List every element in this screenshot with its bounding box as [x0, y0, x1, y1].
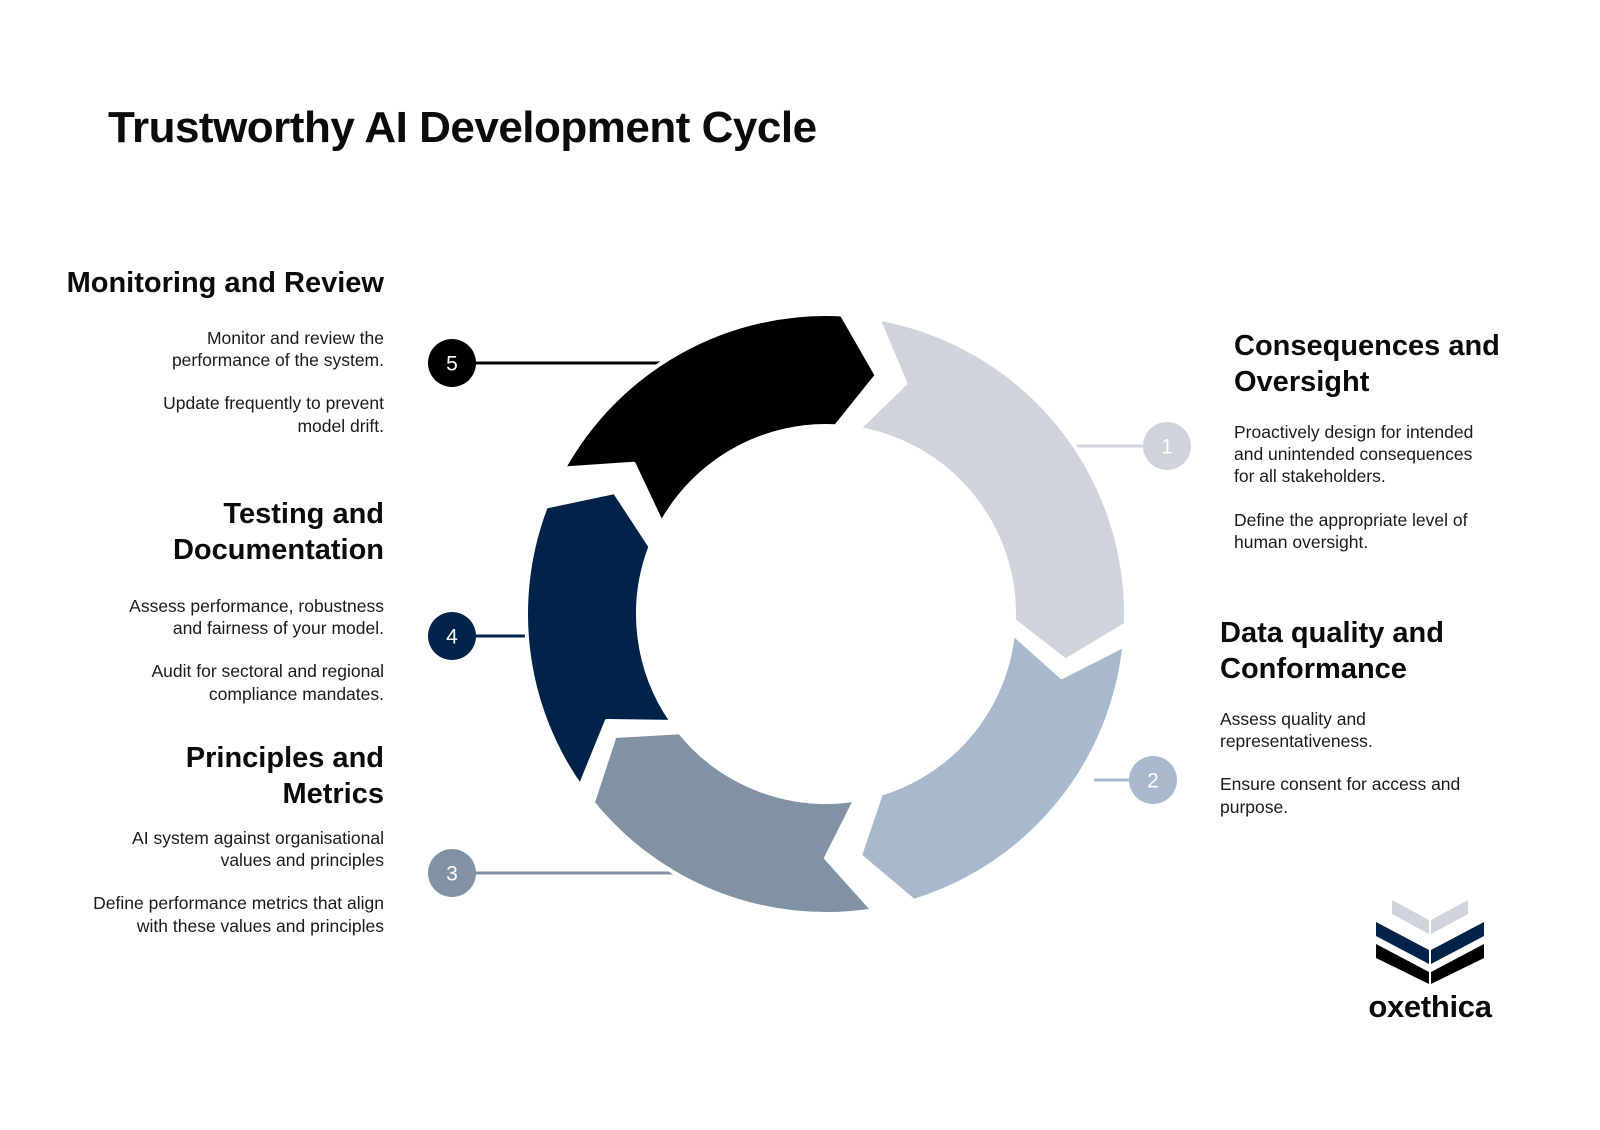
cycle-segments [524, 312, 1128, 916]
step-3-heading-line2: Metrics [282, 777, 384, 810]
step-2-block: Data quality and Conformance Assess qual… [1220, 616, 1560, 818]
step-badges: 1 2 3 4 5 [428, 339, 1191, 897]
step-1-text-1-line1: Proactively design for intended [1234, 421, 1474, 442]
step-4-text-2-line2: compliance mandates. [208, 683, 384, 704]
step-3-text-1-line1: AI system against organisational [132, 827, 384, 848]
step-4-text-1: Assess performance, robustness and fairn… [24, 595, 384, 639]
step-5-text-2-line1: Update frequently to prevent [163, 393, 384, 414]
step-2-badge-number: 2 [1147, 770, 1159, 793]
step-2-heading: Data quality and Conformance [1220, 616, 1560, 688]
step-5-heading-line1: Monitoring and Review [66, 267, 384, 299]
step-3-text-1-line2: values and principles [220, 850, 384, 871]
step-3-heading: Principles and Metrics [24, 741, 384, 813]
step-2-badge [1129, 756, 1177, 804]
step-5-badge [428, 339, 476, 387]
step-3-block: Principles and Metrics AI system against… [24, 741, 384, 937]
step-4-text-1-line2: and fairness of your model. [172, 618, 384, 639]
step-1-heading-line1: Consequences and [1234, 330, 1500, 362]
step-3-badge [428, 849, 476, 897]
step-1-text-1: Proactively design for intended and unin… [1234, 421, 1574, 488]
step-2-text-1-line2: representativeness. [1220, 731, 1373, 752]
step-4-text-2: Audit for sectoral and regional complian… [24, 660, 385, 704]
step-5-text-2-line2: model drift. [297, 415, 384, 436]
step-5-badge-number: 5 [446, 353, 458, 376]
step-1-text-2-line2: human oversight. [1234, 531, 1369, 552]
step-2-text-2: Ensure consent for access and purpose. [1220, 773, 1560, 817]
step-5-text-2: Update frequently to prevent model drift… [24, 392, 384, 436]
stacked-chevrons-icon [1376, 900, 1484, 984]
oxethica-logo: oxethica [1360, 898, 1500, 1022]
step-1-text-2-line1: Define the appropriate level of [1234, 509, 1468, 530]
step-1-text-2: Define the appropriate level of human ov… [1234, 509, 1574, 553]
cycle-segment-2 [857, 631, 1127, 903]
step-5-heading: Monitoring and Review [24, 266, 384, 302]
step-2-heading-line2: Conformance [1220, 652, 1407, 685]
step-1-heading-line2: Oversight [1234, 365, 1370, 398]
cycle-segment-5 [561, 312, 879, 525]
step-2-text-1: Assess quality and representativeness. [1220, 708, 1560, 752]
step-2-text-2-line2: purpose. [1220, 796, 1289, 817]
step-4-heading-line2: Documentation [172, 533, 384, 566]
cycle-segment-4 [524, 490, 674, 789]
step-3-text-2: Define performance metrics that align wi… [24, 892, 384, 936]
step-4-heading-line1: Testing and [223, 498, 384, 530]
step-4-heading: Testing and Documentation [24, 497, 384, 569]
step-3-text-2-line1: Define performance metrics that align [93, 893, 384, 914]
step-4-block: Testing and Documentation Assess perform… [24, 497, 384, 705]
step-2-text-1-line1: Assess quality and [1220, 708, 1366, 729]
step-4-text-2-line1: Audit for sectoral and regional [151, 661, 385, 682]
step-4-text-1-line1: Assess performance, robustness [129, 595, 384, 616]
page-title: Trustworthy AI Development Cycle [108, 103, 817, 152]
cycle-segment-1 [856, 316, 1128, 663]
step-5-text-1: Monitor and review the performance of th… [24, 327, 384, 371]
step-3-badge-number: 3 [446, 863, 458, 886]
step-3-text-2-line2: with these values and principles [136, 915, 384, 936]
step-4-badge [428, 612, 476, 660]
step-2-text-2-line1: Ensure consent for access and [1220, 774, 1461, 795]
step-1-badge-number: 1 [1161, 436, 1173, 459]
step-1-text-1-line2: and unintended consequences [1234, 444, 1473, 465]
logo-wordmark: oxethica [1368, 989, 1492, 1024]
step-1-block: Consequences and Oversight Proactively d… [1234, 329, 1574, 553]
step-1-heading: Consequences and Oversight [1234, 329, 1574, 401]
step-4-badge-number: 4 [446, 626, 458, 649]
step-5-text-1-line2: performance of the system. [171, 350, 384, 371]
step-3-heading-line1: Principles and [185, 742, 384, 774]
step-5-text-1-line1: Monitor and review the [206, 327, 384, 348]
step-3-text-1: AI system against organisational values … [24, 827, 384, 871]
cycle-segment-3 [590, 730, 875, 916]
step-2-heading-line1: Data quality and [1220, 617, 1444, 649]
step-1-badge [1143, 422, 1191, 470]
step-1-text-1-line3: for all stakeholders. [1234, 466, 1386, 487]
step-5-block: Monitoring and Review Monitor and review… [24, 266, 384, 437]
